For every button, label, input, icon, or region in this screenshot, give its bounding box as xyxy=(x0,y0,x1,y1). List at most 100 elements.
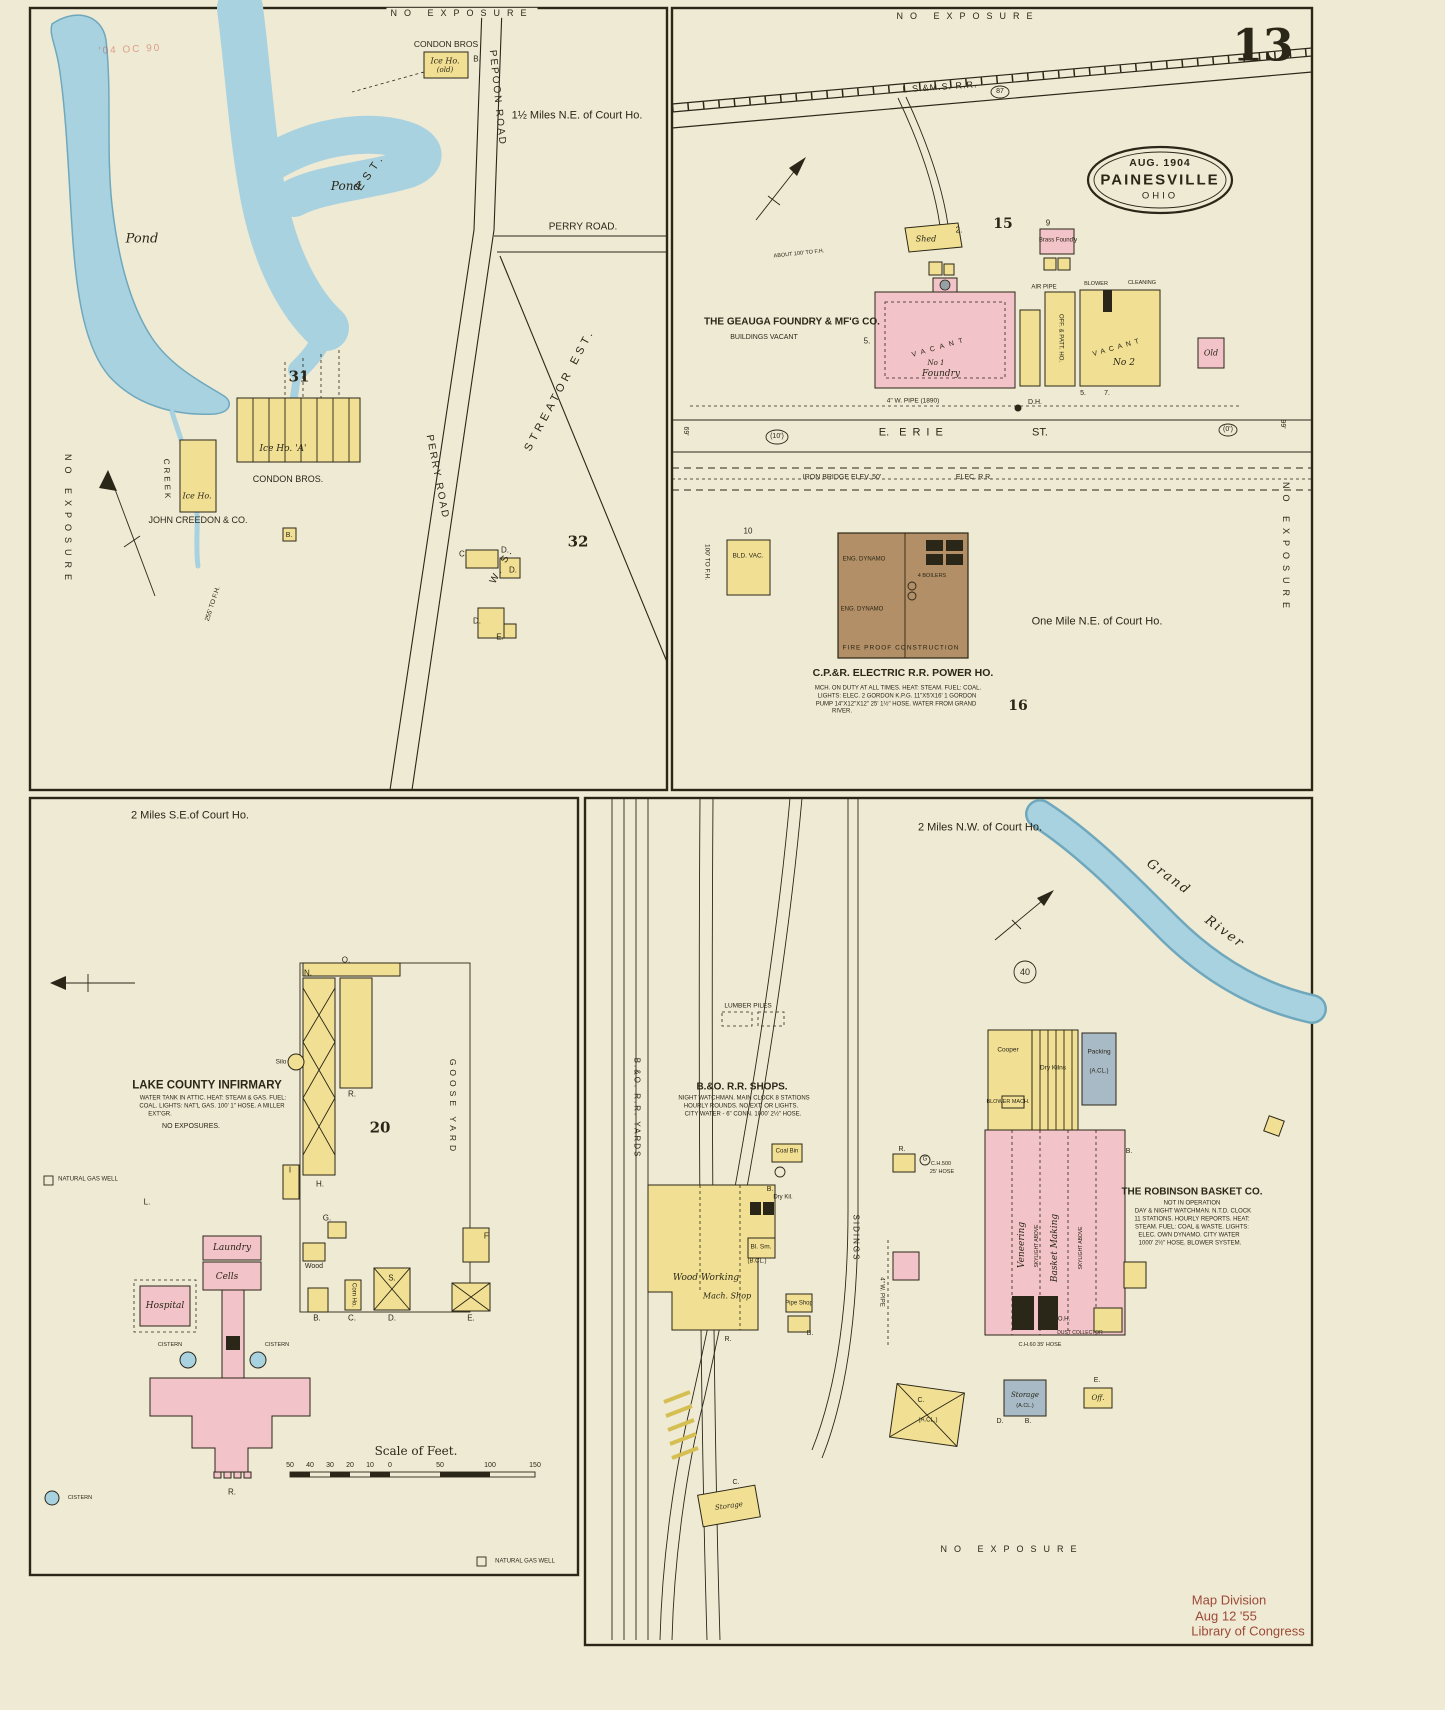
tl-c1-label: C. xyxy=(459,549,467,559)
tr-block-15: 15 xyxy=(993,215,1013,232)
bl-laundry-label: Laundry xyxy=(212,1242,252,1253)
br-oh-label: O.H. xyxy=(1057,1316,1071,1323)
br-acl3-label: (A.CL.) xyxy=(918,1417,938,1424)
br-c2-label: C. xyxy=(732,1478,740,1486)
br-skylight-1: SKYLIGHT ABOVE xyxy=(1034,1224,1041,1268)
bl-f-label: F. xyxy=(483,1231,491,1241)
tl-creedon-ice-house-label: Ice Ho. xyxy=(182,491,212,501)
bl-gas-well: NATURAL GAS WELL xyxy=(58,1176,118,1183)
bl-goose-yard: GOOSE YARD xyxy=(447,1058,458,1156)
br-shops-desc-1: NIGHT WATCHMAN. MAIN CLOCK 8 STATIONS xyxy=(678,1095,810,1102)
br-mach-shop-label: Mach. Shop xyxy=(702,1291,752,1301)
panel-borders xyxy=(28,6,1314,1647)
br-storage1-label: Storage xyxy=(1011,1390,1039,1399)
tr-power-house xyxy=(726,532,969,659)
tl-pond1-label: Pond xyxy=(125,231,159,247)
bl-desc-1: WATER TANK IN ATTIC. HEAT: STEAM & GAS. … xyxy=(139,1095,287,1102)
tr-power-desc-4: RIVER. xyxy=(831,708,853,715)
bl-r-label: R. xyxy=(348,1089,356,1099)
tr-shed-label: Shed xyxy=(915,234,937,244)
bl-c-label: C. xyxy=(348,1313,356,1323)
tr-power-desc-3: PUMP 14"X12"X12" 25' 1½" HOSE. WATER FRO… xyxy=(815,701,977,708)
tr-eng-dynamo-1: ENG. DYNAMO xyxy=(842,556,886,563)
br-c-big-label: C. xyxy=(917,1396,925,1404)
foundry-no2 xyxy=(1079,289,1161,387)
tr-railroad xyxy=(671,47,1313,227)
br-b2-label: B. xyxy=(806,1329,814,1337)
tr-air-pipe: AIR PIPE xyxy=(1031,284,1057,291)
bl-i-label: I xyxy=(288,1165,292,1175)
br-basket-making-label: Basket Making xyxy=(1049,1213,1060,1283)
br-robinson-buildings xyxy=(697,1029,1285,1528)
br-robinson-title: THE ROBINSON BASKET CO. xyxy=(1121,1186,1263,1198)
tr-7-label: 7. xyxy=(1104,389,1110,397)
br-d1-label: D. xyxy=(996,1417,1004,1425)
tr-eng-dynamo-2: ENG. DYNAMO xyxy=(840,606,884,613)
bl-tick-30: 30 xyxy=(326,1461,334,1469)
bl-tick-150: 150 xyxy=(529,1461,541,1469)
track-crossing-hatch xyxy=(663,1390,699,1460)
office-building xyxy=(1083,1387,1113,1409)
tr-5b-label: 5. xyxy=(1080,389,1086,397)
barn-strip xyxy=(302,977,336,1176)
tr-one-mile: One Mile N.E. of Court Ho. xyxy=(1031,615,1163,628)
badge-state: OHIO xyxy=(1141,190,1179,202)
tr-width-99: 99' xyxy=(1279,419,1287,429)
bl-b-label: B. xyxy=(313,1313,321,1323)
power-house xyxy=(837,532,969,659)
bl-cistern-2: CISTERN xyxy=(264,1341,290,1348)
bl-distance-note: 2 Miles S.E.of Court Ho. xyxy=(131,809,249,822)
bl-infirmary-title: LAKE COUNTY INFIRMARY xyxy=(132,1079,282,1092)
bl-tick-20: 20 xyxy=(346,1461,354,1469)
loc-stamp-line1: Map Division xyxy=(1191,1592,1267,1608)
tr-9-label: 9 xyxy=(1045,218,1051,228)
tl-pond2-label: Pond xyxy=(330,179,362,194)
br-ch500-label: C.H.500 xyxy=(930,1160,952,1167)
bl-cistern-3: CISTERN xyxy=(67,1494,93,1501)
br-wood-working-label: Wood Working xyxy=(672,1272,740,1283)
tl-block-31: 31 xyxy=(288,367,310,386)
bl-tick-10: 10 xyxy=(366,1461,374,1469)
tr-no2-label: No 2 xyxy=(1113,357,1135,368)
tr-street-st: ST. xyxy=(1032,426,1048,439)
bl-tick-50a: 50 xyxy=(286,1461,294,1469)
br-coal-bin-label: Coal Bin xyxy=(775,1148,799,1155)
tr-elec-rr: ELEC. R.R. xyxy=(955,473,993,481)
tl-condon-bros-top: CONDON BROS xyxy=(413,39,479,50)
tl-perry-road-h: PERRY ROAD. xyxy=(548,221,618,233)
tr-no-exposure-right: NO EXPOSURE xyxy=(1281,481,1292,615)
tl-buildings xyxy=(179,51,521,639)
bl-l-label: L. xyxy=(143,1197,151,1207)
sheet-number: 13 xyxy=(1232,20,1294,72)
bl-tick-100: 100 xyxy=(484,1461,496,1469)
br-b4-label: B. xyxy=(1024,1417,1032,1425)
condon-ice-house-old xyxy=(423,51,469,79)
storage-iron-clad xyxy=(1003,1379,1047,1417)
bl-r2-label: R. xyxy=(228,1487,236,1497)
br-water-pipe: 4" W. PIPE xyxy=(878,1277,885,1307)
tl-condon-bros-main: CONDON BROS. xyxy=(252,473,324,484)
bl-infirmary xyxy=(43,962,491,1567)
tr-width-10: (10') xyxy=(770,432,784,440)
br-veneering-label: Veneering xyxy=(1016,1221,1027,1269)
br-sidings-label: SIDINGS xyxy=(851,1214,861,1262)
tr-power-desc-2: LIGHTS: ELEC. 2 GORDON K.P.G. 11"X5'X16'… xyxy=(817,693,977,700)
loc-stamp-line2: Aug 12 '55 xyxy=(1195,1608,1257,1624)
tr-street-e: E. xyxy=(878,426,890,439)
br-b1-label: B. xyxy=(766,1185,774,1193)
tr-geauga-title: THE GEAUGA FOUNDRY & MF'G CO. xyxy=(704,316,880,328)
bl-tick-50b: 50 xyxy=(436,1461,444,1469)
br-shops-buildings xyxy=(647,1143,813,1333)
cooper-shop xyxy=(987,1029,1033,1131)
corn-house xyxy=(344,1279,362,1311)
ice-house-a xyxy=(236,397,361,463)
br-ch60-label: C.H.60 35' HOSE xyxy=(1018,1341,1062,1348)
bl-corn-house-label: Corn Ho. xyxy=(350,1282,357,1308)
bl-n-label: N. xyxy=(304,968,312,978)
tl-d2-label: D. xyxy=(509,565,517,575)
br-yards-label: B.&O. R.R. YARDS xyxy=(632,1057,642,1159)
tr-iron-bridge: IRON BRIDGE ELEV. 50' xyxy=(802,473,882,481)
br-blacksmith-label: Bl. Sm. xyxy=(750,1243,772,1251)
